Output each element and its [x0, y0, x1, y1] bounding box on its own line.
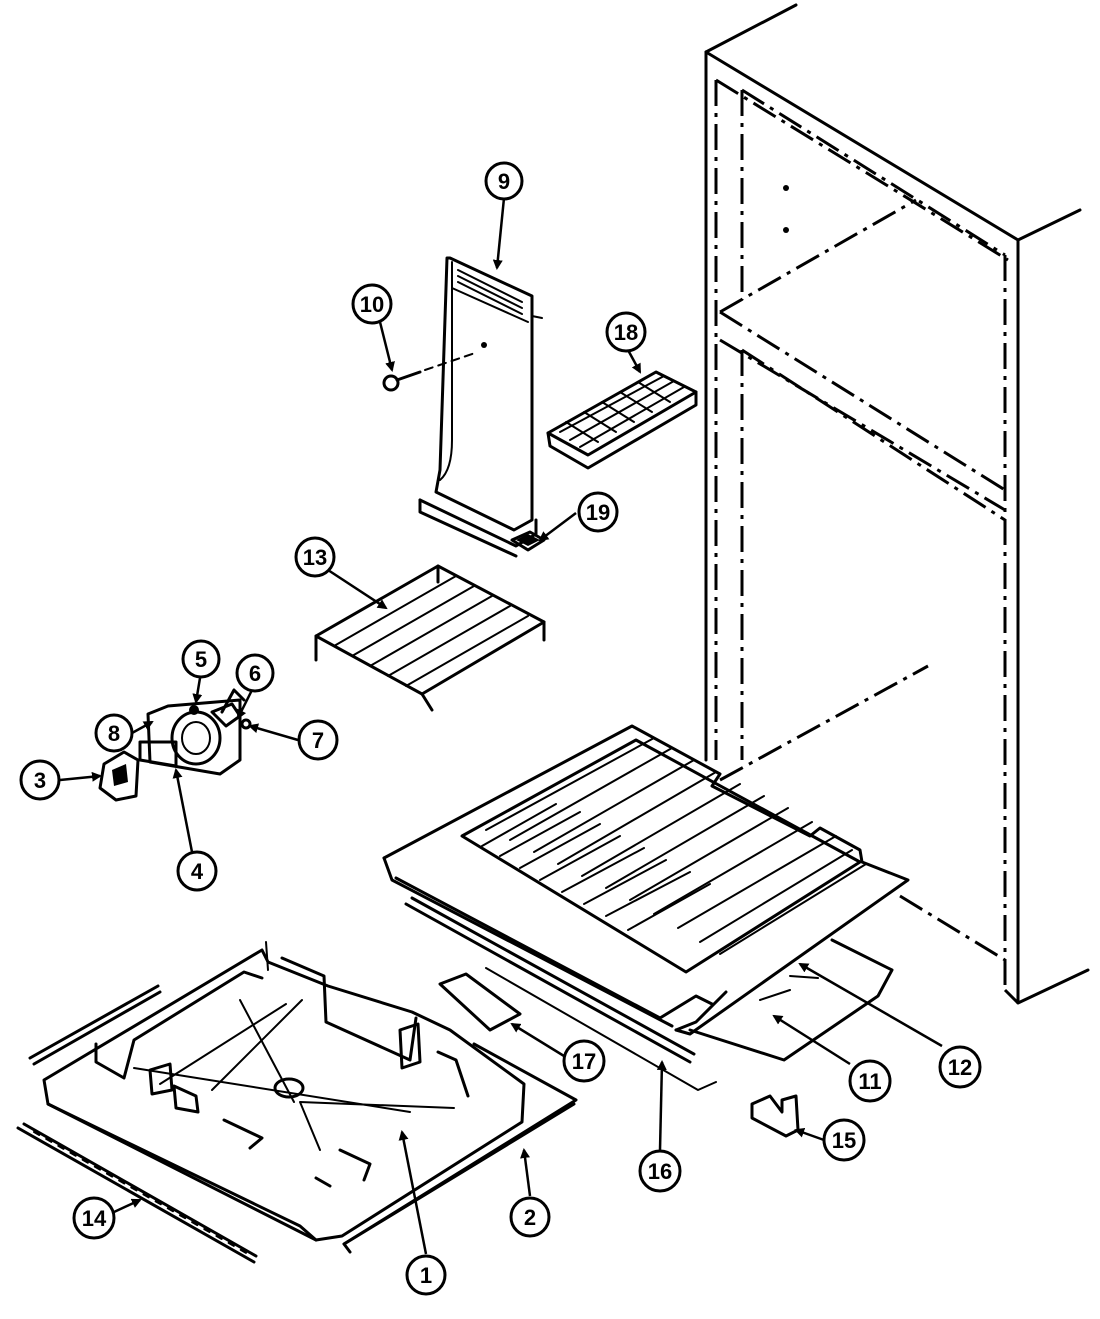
svg-text:11: 11 — [858, 1069, 881, 1094]
air-tower-part — [418, 256, 543, 558]
damper-part — [510, 530, 546, 552]
rail-part-16 — [404, 896, 717, 1091]
crisper-pan-part — [688, 938, 894, 1062]
svg-text:5: 5 — [195, 647, 207, 672]
callout-15: 15 — [822, 1118, 866, 1162]
svg-text:1: 1 — [420, 1263, 432, 1288]
callout-14: 14 — [72, 1196, 116, 1240]
callout-leaders — [59, 197, 943, 1255]
ice-tray-part — [546, 370, 698, 470]
svg-text:15: 15 — [832, 1128, 856, 1153]
callout-6: 6 — [235, 653, 275, 693]
clip-part-15 — [750, 1094, 800, 1138]
callout-19: 19 — [577, 491, 619, 533]
rail-part-2 — [342, 1042, 578, 1254]
callout-5: 5 — [181, 639, 221, 679]
plate-part-17 — [438, 972, 522, 1032]
svg-text:17: 17 — [572, 1049, 596, 1074]
callout-16: 16 — [638, 1149, 682, 1193]
svg-text:4: 4 — [191, 859, 204, 884]
svg-text:10: 10 — [360, 292, 384, 317]
screw-part — [382, 351, 479, 392]
svg-text:9: 9 — [498, 169, 510, 194]
svg-text:13: 13 — [303, 545, 327, 570]
callout-10: 10 — [351, 283, 393, 325]
crisper-cover-part — [382, 724, 910, 1036]
rail-part-14 — [16, 984, 258, 1264]
svg-text:7: 7 — [312, 728, 324, 753]
cabinet-outline — [704, 3, 1090, 1005]
svg-text:19: 19 — [586, 500, 610, 525]
callout-18: 18 — [605, 311, 647, 353]
callout-7: 7 — [297, 719, 339, 761]
callout-11: 11 — [848, 1059, 892, 1103]
svg-text:14: 14 — [82, 1206, 107, 1231]
svg-text:6: 6 — [249, 661, 261, 686]
callout-12: 12 — [938, 1045, 982, 1089]
fan-motor-assembly — [98, 688, 252, 802]
callout-17: 17 — [562, 1039, 606, 1083]
svg-text:2: 2 — [524, 1205, 536, 1230]
drawer-base-part-1 — [42, 941, 526, 1242]
callout-8: 8 — [94, 713, 134, 753]
callout-2: 2 — [509, 1196, 551, 1238]
callout-1: 1 — [405, 1254, 447, 1296]
callout-4: 4 — [176, 850, 218, 892]
svg-text:18: 18 — [614, 320, 638, 345]
svg-text:3: 3 — [34, 768, 46, 793]
svg-text:8: 8 — [108, 721, 120, 746]
wire-shelf-part — [314, 564, 546, 712]
callout-3: 3 — [19, 759, 61, 801]
callout-9: 9 — [484, 161, 524, 201]
svg-text:12: 12 — [948, 1055, 972, 1080]
callout-13: 13 — [294, 536, 336, 578]
svg-text:16: 16 — [648, 1159, 672, 1184]
